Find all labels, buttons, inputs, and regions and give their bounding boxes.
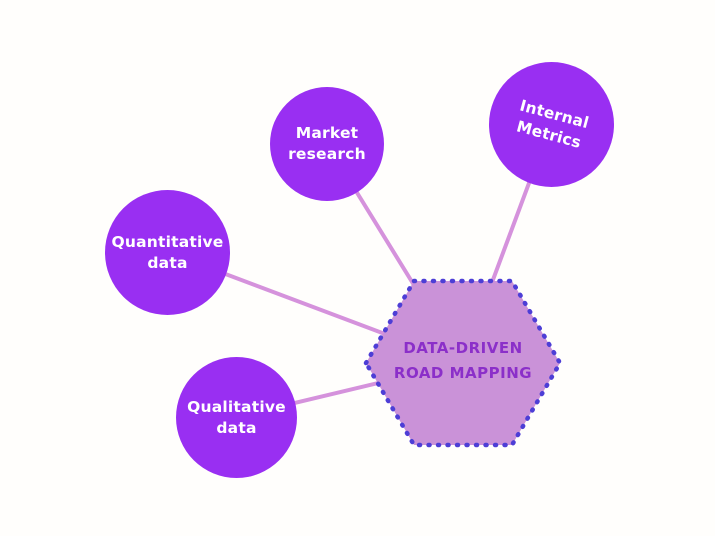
node-market-research[interactable]: Market research: [270, 87, 384, 201]
center-node-label-line2: ROAD MAPPING: [393, 363, 533, 382]
node-qualitative-data[interactable]: Qualitative data: [176, 357, 297, 478]
node-internal-metrics[interactable]: Internal Metrics: [489, 62, 614, 187]
node-quantitative-data-label: Quantitative data: [111, 232, 224, 272]
node-internal-metrics-label: Internal Metrics: [514, 96, 591, 152]
node-quantitative-data[interactable]: Quantitative data: [105, 190, 230, 315]
node-qualitative-data-label: Qualitative data: [187, 397, 286, 437]
center-node-label-line1: DATA-DRIVEN: [403, 339, 523, 357]
center-hexagon-shape[interactable]: [363, 278, 563, 448]
center-node-label: DATA-DRIVEN ROAD MAPPING: [368, 336, 558, 386]
node-market-research-label: Market research: [288, 124, 366, 163]
